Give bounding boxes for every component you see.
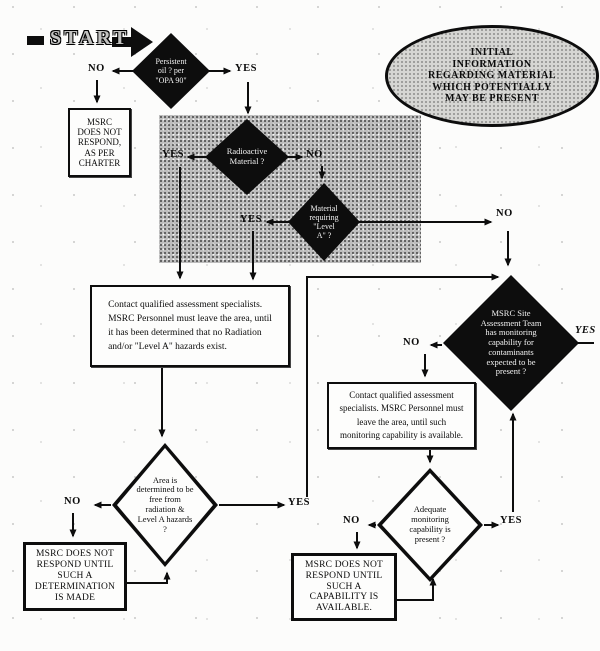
info-oval-text: INITIAL INFORMATION REGARDING MATERIAL W… (428, 47, 556, 105)
decision-persistent-oil-text: Persistent oil ? per "OPA 90" (155, 57, 187, 85)
edge-determination-loop (122, 571, 171, 584)
label-oil-yes: YES (235, 63, 257, 74)
box-charter-text: MSRC DOES NOT RESPOND, AS PER CHARTER (77, 116, 122, 169)
box-no-determination-text: MSRC DOES NOT RESPOND UNTIL SUCH A DETER… (34, 549, 116, 603)
edge-yes-to-siteteam (306, 273, 500, 497)
label-radioactive-no: NO (306, 149, 323, 160)
decision-site-team-text: MSRC Site Assessment Team has monitoring… (480, 307, 542, 377)
box-contact-monitoring: Contact qualified assessment specialists… (327, 382, 476, 449)
label-siteteam-yes: YES (575, 325, 596, 336)
start-dash (27, 36, 44, 45)
decision-area-free-text: Area is determined to be free from radia… (136, 474, 194, 534)
box-contact-radiation-text: Contact qualified assessment specialists… (108, 299, 272, 353)
info-oval: INITIAL INFORMATION REGARDING MATERIAL W… (385, 25, 599, 127)
decision-level-a-text: Material requiring "Level A" ? (309, 203, 339, 241)
label-areafree-no: NO (64, 496, 81, 507)
label-adequate-yes: YES (500, 515, 522, 526)
label-levela-no: NO (496, 208, 513, 219)
decision-adequate-monitoring-text: Adequate monitoring capability is presen… (409, 504, 451, 544)
box-no-capability-text: MSRC DOES NOT RESPOND UNTIL SUCH A CAPAB… (304, 559, 384, 614)
box-contact-radiation: Contact qualified assessment specialists… (90, 285, 290, 367)
label-oil-no: NO (88, 63, 105, 74)
decision-radioactive-text: Radioactive Material ? (226, 146, 268, 166)
box-charter: MSRC DOES NOT RESPOND, AS PER CHARTER (68, 108, 131, 177)
label-radioactive-yes: YES (162, 149, 184, 160)
box-no-determination: MSRC DOES NOT RESPOND UNTIL SUCH A DETER… (23, 542, 127, 611)
box-contact-monitoring-text: Contact qualified assessment specialists… (339, 390, 464, 440)
stipple-background-region (159, 115, 421, 263)
label-areafree-yes: YES (288, 497, 310, 508)
start-arrow (112, 27, 153, 57)
box-no-capability: MSRC DOES NOT RESPOND UNTIL SUCH A CAPAB… (291, 553, 397, 621)
label-adequate-no: NO (343, 515, 360, 526)
label-levela-yes: YES (240, 214, 262, 225)
start-label: START (50, 27, 130, 49)
label-siteteam-no: NO (403, 337, 420, 348)
edge-capability-loop (391, 577, 437, 601)
